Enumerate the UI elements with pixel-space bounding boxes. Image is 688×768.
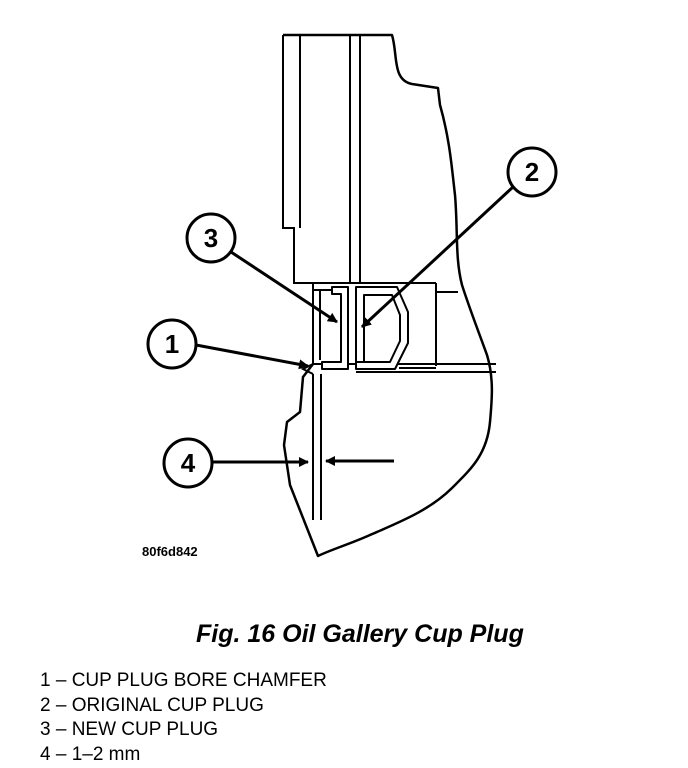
cup-plug-bore bbox=[312, 283, 332, 364]
figure-caption: Fig. 16 Oil Gallery Cup Plug bbox=[196, 620, 524, 648]
callout-3-arrow bbox=[230, 250, 338, 324]
legend-item: 1 – CUP PLUG BORE CHAMFER bbox=[40, 670, 327, 691]
legend-item: 4 – 1–2 mm bbox=[40, 743, 141, 765]
callout-2-circle bbox=[506, 146, 558, 198]
callout-1-arrow bbox=[195, 343, 309, 370]
callout-2: 2 bbox=[360, 146, 558, 329]
legend-list: 1 – CUP PLUG BORE CHAMFER 2 – ORIGINAL C… bbox=[40, 669, 327, 767]
engine-block-outline bbox=[282, 33, 494, 558]
legend-item: 3 – NEW CUP PLUG bbox=[40, 719, 219, 740]
figure-code: 80f6d842 bbox=[142, 544, 198, 559]
legend-item: 2 – ORIGINAL CUP PLUG bbox=[40, 694, 264, 716]
callout-3-circle bbox=[185, 212, 237, 264]
callout-2-number: 2 bbox=[525, 157, 539, 187]
callout-1-circle bbox=[146, 318, 198, 370]
original-cup-plug bbox=[355, 286, 409, 370]
callout-3: 3 bbox=[185, 212, 338, 324]
callout-4: 4 bbox=[162, 437, 394, 489]
callout-4-number: 4 bbox=[181, 448, 196, 478]
new-cup-plug bbox=[321, 286, 349, 370]
cup-plug-diagram: 1 2 3 4 80f6d842 bbox=[142, 33, 558, 559]
gap-reference-lines bbox=[312, 374, 322, 520]
callout-2-arrow bbox=[360, 185, 515, 329]
callout-1: 1 bbox=[146, 318, 309, 370]
callout-1-number: 1 bbox=[165, 329, 179, 359]
casting-detail-lines bbox=[282, 35, 458, 366]
callout-3-number: 3 bbox=[204, 223, 218, 253]
